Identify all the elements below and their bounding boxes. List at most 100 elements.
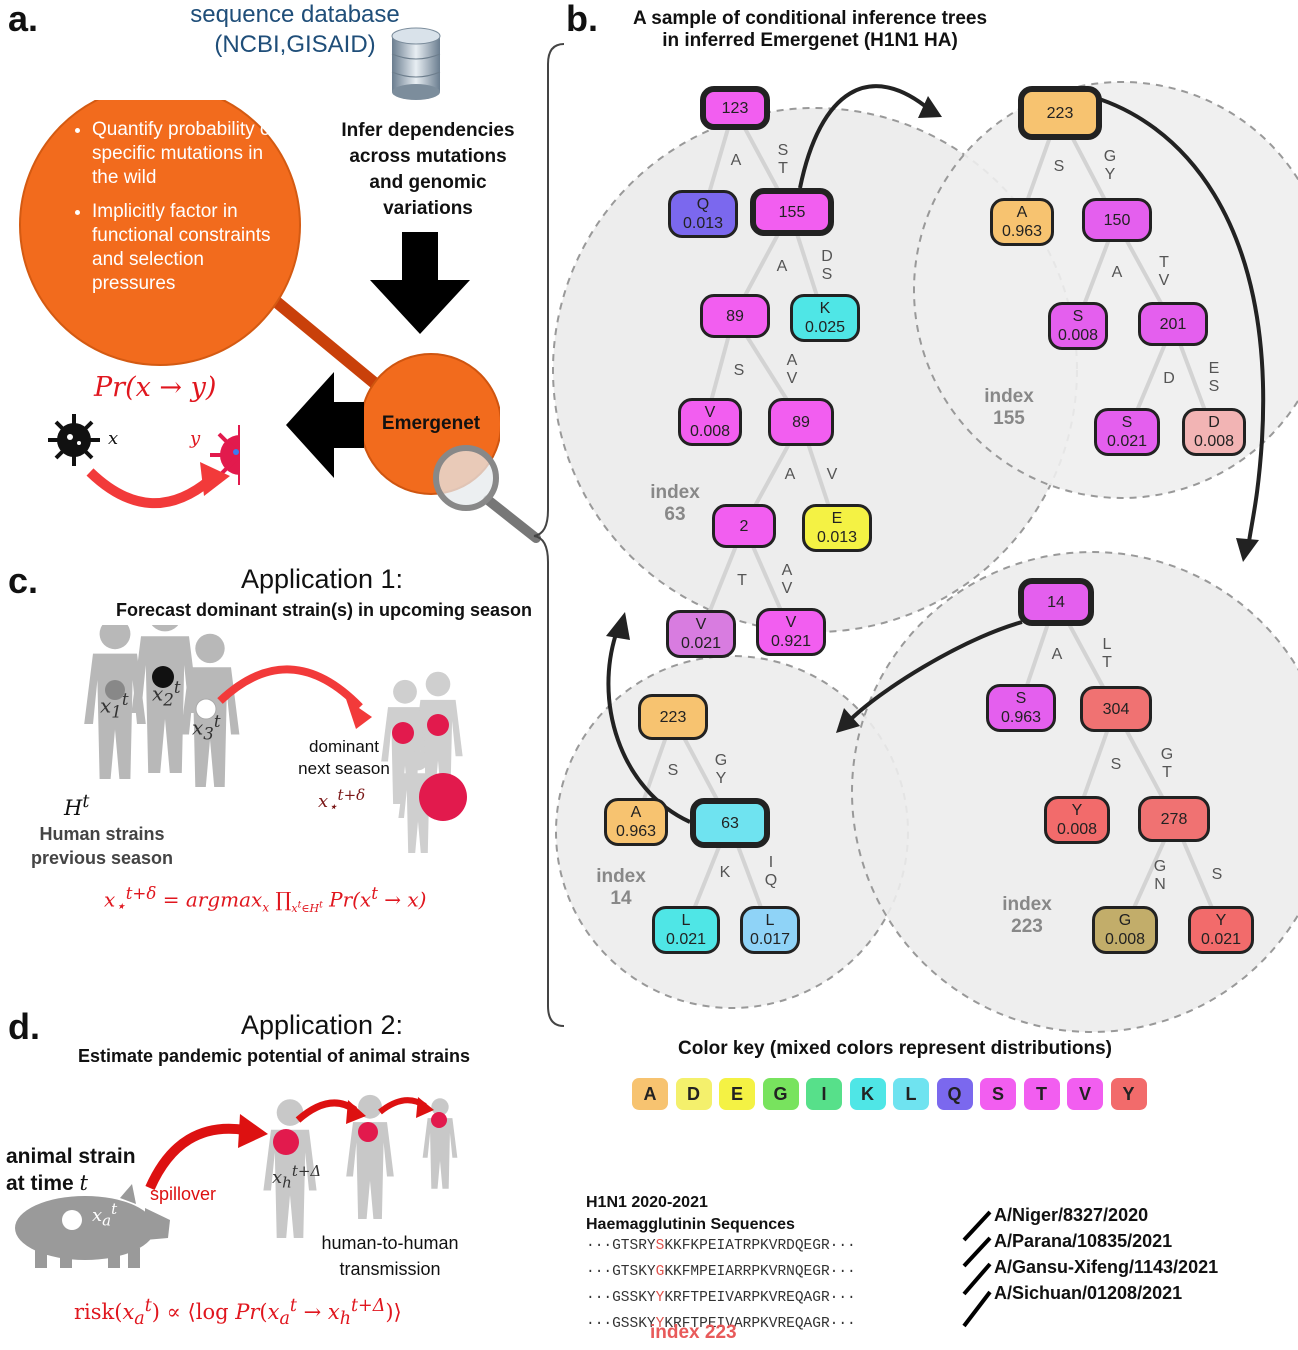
edge-label: A bbox=[776, 258, 788, 275]
sequence-title: H1N1 2020-2021 Haemagglutinin Sequences bbox=[586, 1192, 795, 1236]
node-label: Y bbox=[1215, 912, 1227, 929]
sequence-row: ···GSSKYYKRFTPEIVARPKVREQAGR··· bbox=[586, 1316, 856, 1332]
node-label: V bbox=[704, 404, 716, 421]
node-label: E bbox=[831, 510, 843, 527]
node-probability: 0.921 bbox=[770, 633, 812, 650]
edge-label: G N bbox=[1153, 858, 1167, 893]
edge-label: S bbox=[667, 762, 679, 779]
bullet-implicitly: Implicitly factor in functional constrai… bbox=[92, 200, 280, 296]
down-arrow-icon bbox=[370, 232, 470, 334]
edge-label: D bbox=[1163, 370, 1175, 387]
panel-a-label: a. bbox=[8, 0, 39, 39]
split-node: 278 bbox=[1138, 796, 1210, 842]
node-label: L bbox=[765, 912, 775, 929]
edge-label: T V bbox=[1158, 254, 1170, 289]
application-2-subtitle: Estimate pandemic potential of animal st… bbox=[77, 1046, 471, 1066]
red-virus-icon bbox=[210, 425, 240, 485]
node-probability: 0.008 bbox=[1104, 931, 1146, 948]
edge-label: A bbox=[730, 152, 742, 169]
infer-dependencies-text: Infer dependencies across mutations and … bbox=[318, 118, 538, 222]
pig-icon bbox=[15, 1184, 170, 1268]
x3-label: x3t bbox=[192, 712, 221, 744]
node-label: K bbox=[819, 300, 831, 317]
panel-d-label: d. bbox=[8, 1006, 40, 1047]
node-label: S bbox=[1121, 414, 1133, 431]
node-probability: 0.963 bbox=[615, 823, 657, 840]
red-virus-icon-c3 bbox=[419, 773, 467, 821]
node-label: A bbox=[1016, 204, 1028, 221]
application-1-title: Application 1: bbox=[240, 564, 404, 594]
node-probability: 0.021 bbox=[1106, 433, 1148, 450]
color-key-swatch-d: D bbox=[675, 1078, 712, 1110]
h2h-line2: transmission bbox=[339, 1259, 441, 1279]
edge-label: S bbox=[733, 362, 745, 379]
panel-b-title: A sample of conditional inference trees … bbox=[600, 8, 1020, 52]
edge-label: K bbox=[719, 864, 731, 881]
color-key-swatch-e: E bbox=[719, 1078, 755, 1110]
leaf-node: L 0.017 bbox=[740, 906, 800, 954]
panel-b-title-line1: A sample of conditional inference trees bbox=[632, 8, 988, 29]
edge-label: D S bbox=[821, 248, 833, 283]
index-223-word: index bbox=[1002, 894, 1052, 915]
color-key-swatch-t: T bbox=[1023, 1078, 1060, 1110]
spillover-illustration bbox=[15, 1094, 458, 1268]
node-label: Q bbox=[696, 196, 710, 213]
leaf-node: S 0.021 bbox=[1094, 408, 1160, 456]
highlighted-residue: Y bbox=[655, 1290, 665, 1306]
node-label: 223 bbox=[659, 708, 687, 726]
white-virus-icon bbox=[195, 698, 217, 720]
node-label: 123 bbox=[721, 99, 749, 117]
node-label: Y bbox=[1071, 802, 1083, 819]
edge-label: I Q bbox=[764, 854, 778, 889]
strain-sichuan: A/Sichuan/01208/2021 bbox=[994, 1283, 1183, 1303]
node-probability: 0.021 bbox=[665, 931, 707, 948]
black-virus-icon-c bbox=[152, 666, 174, 688]
human-population-illustration bbox=[84, 625, 467, 853]
virus-transition bbox=[48, 414, 240, 509]
black-virus-icon bbox=[48, 414, 100, 466]
database-title-line2: (NCBI,GISAID) bbox=[214, 31, 376, 58]
node-probability: 0.013 bbox=[816, 529, 858, 546]
node-label: A bbox=[630, 804, 642, 821]
split-node: 223 bbox=[1018, 86, 1102, 140]
edge-label: G Y bbox=[714, 752, 728, 787]
edge-label: S bbox=[1110, 756, 1122, 773]
human-strains-line2: previous season bbox=[30, 848, 174, 868]
highlighted-residue: Y bbox=[655, 1316, 665, 1332]
sequence-index-label: index 223 bbox=[650, 1322, 737, 1343]
risk-formula: risk(xat) ∝ ⟨log Pr(xat → xht+Δ)⟩ bbox=[74, 1296, 402, 1330]
index-14-number: 14 bbox=[610, 888, 632, 909]
node-probability: 0.017 bbox=[749, 931, 791, 948]
sequence-title-line1: H1N1 2020-2021 bbox=[586, 1194, 708, 1211]
pr-formula: Pr(x → y) bbox=[94, 372, 217, 403]
edge-label: A bbox=[1051, 646, 1063, 663]
color-key-swatch-q: Q bbox=[936, 1078, 973, 1110]
human-strains-label: Human strains previous season bbox=[12, 822, 192, 870]
dominant-line1: dominant bbox=[309, 737, 379, 756]
highlighted-residue: S bbox=[655, 1238, 665, 1254]
index-223-number: 223 bbox=[1011, 916, 1043, 937]
index-155-number: 155 bbox=[993, 408, 1025, 429]
node-label: 155 bbox=[778, 203, 806, 221]
color-key-swatch-a: A bbox=[632, 1078, 668, 1110]
red-virus-icon-c1 bbox=[392, 722, 414, 744]
x-variable: x bbox=[108, 428, 119, 449]
color-key-swatch-y: Y bbox=[1110, 1078, 1147, 1110]
panel-a-shapes bbox=[19, 100, 500, 495]
human-strains-line1: Human strains bbox=[39, 824, 165, 844]
split-node: 201 bbox=[1138, 302, 1208, 346]
node-label: 63 bbox=[721, 814, 739, 832]
node-probability: 0.008 bbox=[689, 423, 731, 440]
dominant-next-season: dominant next season bbox=[284, 736, 404, 780]
index-63-word: index bbox=[650, 482, 700, 503]
node-probability: 0.021 bbox=[680, 635, 722, 652]
edge-label: A bbox=[784, 466, 796, 483]
infer-line-2: across mutations bbox=[349, 146, 507, 167]
node-label: 278 bbox=[1160, 810, 1188, 828]
